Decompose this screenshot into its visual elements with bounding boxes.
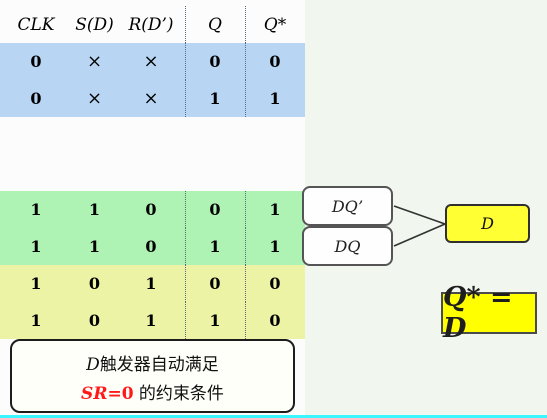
constraint-note-box: D触发器自动满足 SR=0 的约束条件 [10,339,295,413]
table-row: 1 0 1 1 0 [0,302,305,339]
header-clk: CLK [17,14,55,35]
divider-line [245,265,246,302]
table-cell: 1 [30,200,42,219]
table-cell: 1 [30,274,42,293]
divider-line [245,43,246,80]
table-cell: × [86,88,103,109]
table-cell: 1 [269,89,281,108]
table-cell: 0 [269,274,281,293]
table-cell: 0 [209,200,221,219]
note-line-2: SR=0 的约束条件 [12,379,293,404]
formula-box: Q* = D [441,282,537,344]
table-cell: 0 [269,311,281,330]
header-q: Q [208,14,222,35]
table-cell: × [86,51,103,72]
term-box-dq: DQ [302,226,393,266]
table-cell: 1 [145,311,157,330]
table-row: 0 × × 0 0 [0,43,305,80]
result-box-d: D [445,204,530,243]
connector-line [393,205,446,225]
table-cell: 1 [269,200,281,219]
table-cell: 1 [209,237,221,256]
table-cell: 0 [30,89,42,108]
divider-line [185,302,186,339]
table-cell: 0 [209,274,221,293]
table-cell: 0 [269,52,281,71]
table-cell: 1 [209,311,221,330]
divider-line [245,302,246,339]
divider-line [245,6,246,43]
table-cell: 1 [30,237,42,256]
divider-line [185,80,186,117]
table-cell: 0 [30,52,42,71]
table-cell: 0 [209,52,221,71]
term-box-dq-prime: DQ’ [302,186,393,226]
header-qstar: Q* [263,14,287,35]
note-sr: SR [81,384,108,404]
table-row: 1 0 1 0 0 [0,265,305,302]
bottom-accent-line [0,415,547,418]
table-cell: 0 [145,237,157,256]
divider-line [245,80,246,117]
note-variable: D [86,355,100,375]
table-header-row: CLK S(D) R(D’) Q Q* [0,6,305,43]
divider-line [185,265,186,302]
table-cell: 0 [88,311,101,330]
table-cell: 1 [269,237,281,256]
table-row: 0 × × 1 1 [0,80,305,117]
note-text-2: 的约束条件 [133,384,224,404]
truth-table: CLK S(D) R(D’) Q Q* 0 × × 0 0 0 × × 1 1 … [0,0,305,418]
connector-line [393,223,446,247]
note-eq: =0 [107,384,134,404]
table-cell: 1 [209,89,221,108]
note-line-1: D触发器自动满足 [12,350,293,375]
table-cell: 0 [88,274,101,293]
table-row: 1 1 0 1 1 [0,228,305,265]
divider-line [245,228,246,265]
table-cell: 1 [30,311,42,330]
header-sd: S(D) [75,14,114,35]
header-rd: R(D’) [128,14,174,35]
table-row: 1 1 0 0 1 [0,191,305,228]
divider-line [185,191,186,228]
divider-line [245,191,246,228]
table-cell: 1 [145,274,157,293]
divider-line [185,43,186,80]
note-text-1: 触发器自动满足 [99,355,219,375]
table-cell: 1 [88,200,101,219]
table-cell: 0 [145,200,157,219]
table-cell: 1 [88,237,101,256]
table-cell: × [143,51,159,72]
divider-line [185,228,186,265]
divider-line [185,6,186,43]
table-cell: × [143,88,159,109]
